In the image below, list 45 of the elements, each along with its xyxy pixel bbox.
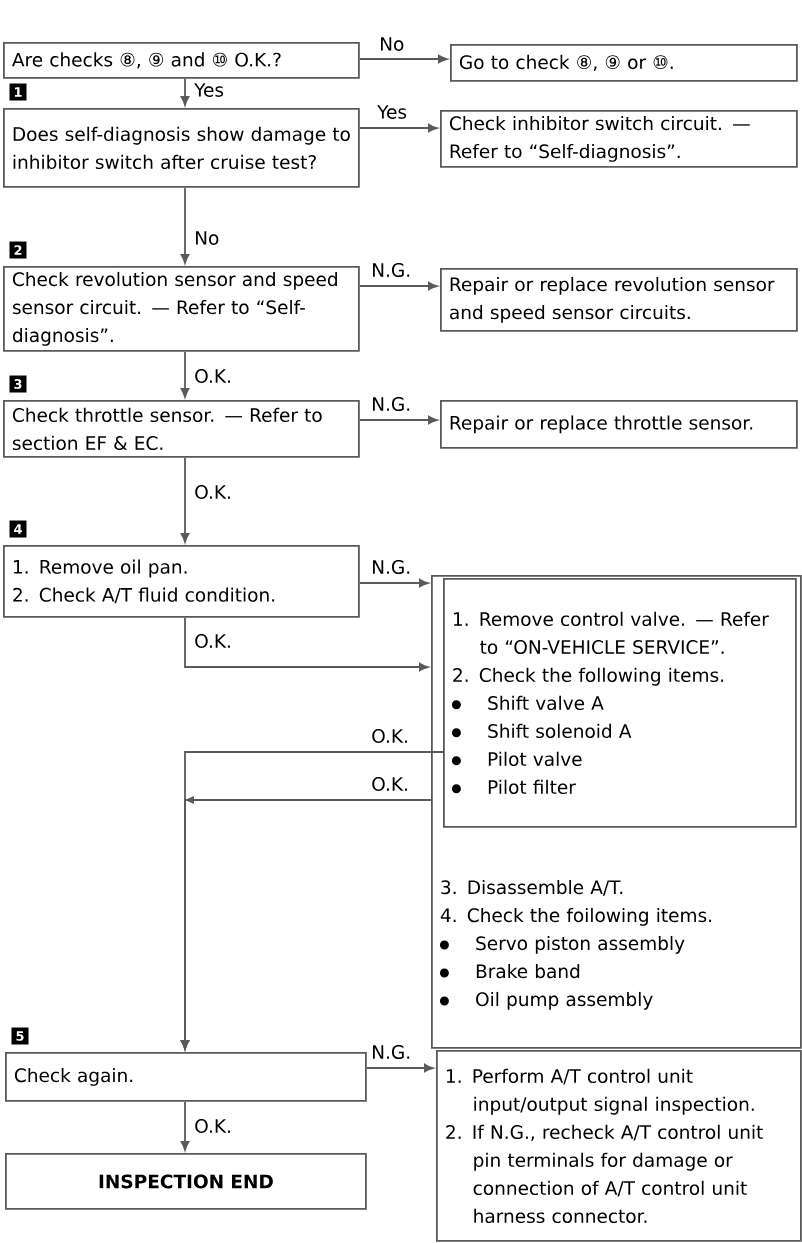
edge-label: O.K. xyxy=(370,776,410,792)
edge-label: N.G. xyxy=(370,262,413,278)
step-number: 5 xyxy=(11,1027,29,1045)
arrow xyxy=(180,1100,190,1151)
step-number: 2 xyxy=(9,241,27,259)
step-box: Check again. xyxy=(5,1052,367,1102)
edge-label: Yes xyxy=(376,104,409,120)
edge-label: O.K. xyxy=(193,368,233,384)
edge-label: O.K. xyxy=(370,728,410,744)
step-box: Repair or replace throttle sensor. xyxy=(440,400,798,449)
arrow xyxy=(180,796,432,1050)
step-number: 4 xyxy=(9,520,27,538)
arrow xyxy=(180,77,190,106)
step-box: 1. Perform A/T control unit input/output signal inspection. 2. If N.G., recheck A/T control unit pin terminals for damage or connection of A/T control unit harness connector. xyxy=(436,1050,802,1242)
edge-label: O.K. xyxy=(193,484,233,500)
step-box: Does self-diagnosis show damage to inhibitor switch after cruise test? xyxy=(3,108,360,188)
arrow xyxy=(358,123,438,133)
step-box: INSPECTION END xyxy=(5,1153,367,1210)
step-box: Check inhibitor switch circuit. — Refer to “Self-diagnosis”. xyxy=(440,110,798,168)
arrow xyxy=(184,616,429,672)
arrow xyxy=(358,415,438,425)
step-number: 3 xyxy=(9,375,27,393)
edge-label: Yes xyxy=(193,82,226,98)
edge-label: No xyxy=(193,230,221,246)
step-box: Check revolution sensor and speed sensor circuit. — Refer to “Self-diagnosis”. xyxy=(3,266,360,352)
edge-label: N.G. xyxy=(370,559,413,575)
step-box: Go to check ⑧, ⑨ or ⑩. xyxy=(450,44,798,82)
arrow xyxy=(358,578,429,588)
arrow xyxy=(365,1063,434,1073)
arrow xyxy=(358,281,438,291)
step-box: Check throttle sensor. — Refer to section EF & EC. xyxy=(3,400,360,458)
edge-label: No xyxy=(378,36,406,52)
step-box: Are checks ⑧, ⑨ and ⑩ O.K.? xyxy=(3,42,360,79)
arrow xyxy=(358,54,448,64)
edge-label: N.G. xyxy=(370,1044,413,1060)
step-box: 1. Remove oil pan. 2. Check A/T fluid condition. xyxy=(3,545,360,618)
arrow xyxy=(180,456,190,543)
edge-label: O.K. xyxy=(193,1118,233,1134)
arrow xyxy=(180,350,190,398)
arrow xyxy=(180,186,190,264)
edge-label: O.K. xyxy=(193,633,233,649)
step-box: 1. Remove control valve. — Refer to “ON-VEHICLE SERVICE”. 2. Check the following items. Shift valve A Shift solenoid A Pilot valve Pilot filter xyxy=(443,578,797,828)
step-box: Repair or replace revolution sensor and speed sensor circuits. xyxy=(440,268,798,332)
edge-label: N.G. xyxy=(370,396,413,412)
step-number: 1 xyxy=(9,83,27,101)
